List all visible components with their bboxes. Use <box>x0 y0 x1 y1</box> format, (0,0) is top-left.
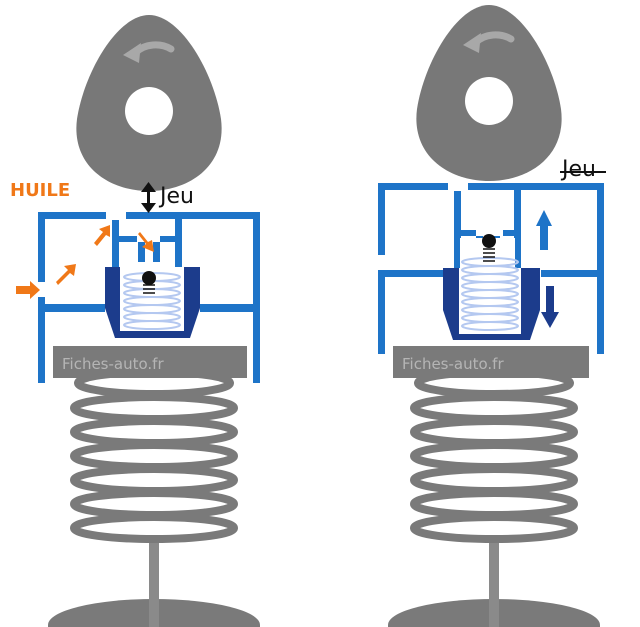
right-spring-retainer <box>393 346 589 378</box>
down-arrow-icon <box>541 286 559 328</box>
left-check-spring <box>143 284 155 294</box>
oil-label: HUILE <box>10 180 71 201</box>
right-check-ball <box>482 234 496 248</box>
watermark-left: Fiches-auto.fr <box>62 355 164 373</box>
oil-flow-arrow-icon <box>16 225 154 299</box>
left-check-ball <box>142 271 156 285</box>
left-cam <box>76 15 221 191</box>
double-arrow-icon <box>141 182 156 213</box>
right-cam <box>416 5 561 181</box>
gap-label-left: Jeu <box>160 184 194 209</box>
gap-strikethrough <box>560 171 606 173</box>
left-valve-spring <box>48 372 260 627</box>
up-arrow-icon <box>536 210 552 250</box>
right-plunger-spring <box>461 257 519 331</box>
left-spring-retainer <box>53 346 247 378</box>
left-lifter-body <box>38 212 260 383</box>
watermark-right: Fiches-auto.fr <box>402 355 504 373</box>
right-check-spring <box>483 248 495 262</box>
right-valve-spring <box>388 372 600 627</box>
gap-label-right: Jeu <box>562 157 596 182</box>
